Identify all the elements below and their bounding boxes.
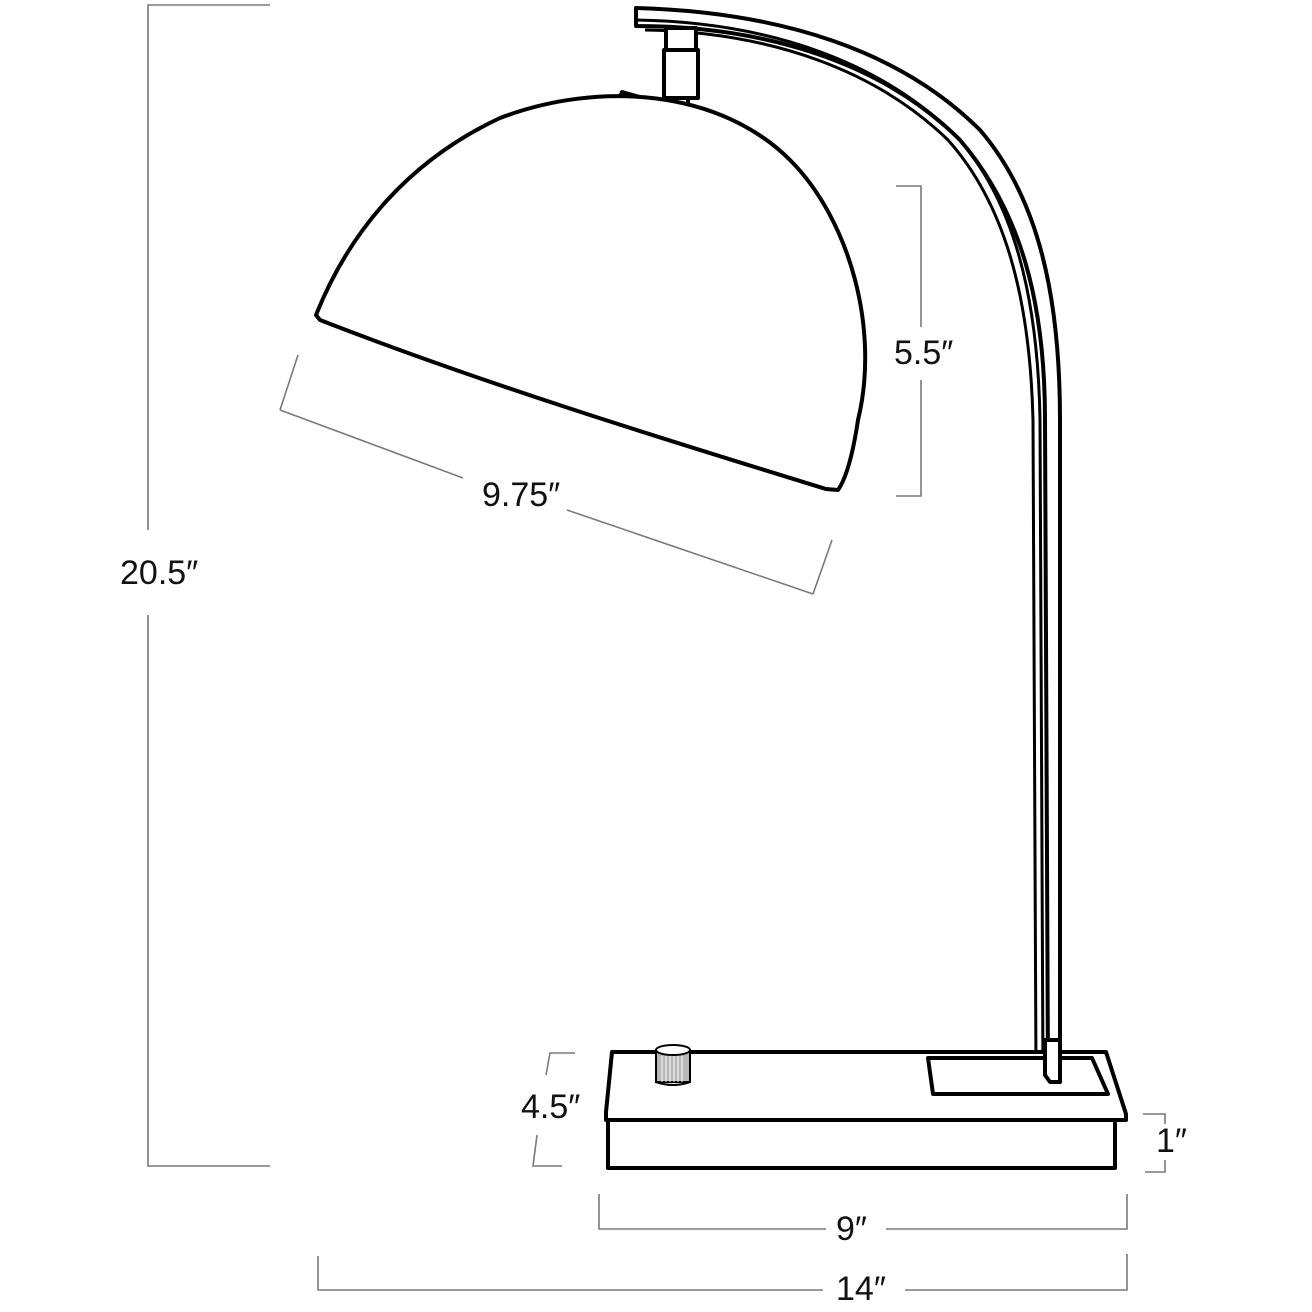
- lamp-base: [604, 1038, 1128, 1170]
- base-height-dimension-line: [1143, 1113, 1166, 1173]
- base-width-label: 9″: [832, 1212, 871, 1246]
- dome-shade: [314, 94, 868, 492]
- shade-width-label: 9.75″: [482, 476, 561, 514]
- base-depth-label: 4.5″: [521, 1088, 581, 1126]
- overall-width-label: 14″: [832, 1272, 890, 1306]
- overall-width-dimension-line: [317, 1254, 1128, 1291]
- base-height-label: 1″: [1156, 1122, 1187, 1160]
- overall-height-label: 20.5″: [120, 554, 199, 592]
- overall-height-dimension-line: [147, 4, 270, 1167]
- base-depth-dimension-line: [532, 1052, 575, 1167]
- shade-height-dimension-line: [896, 185, 922, 497]
- base-width-dimension-line: [598, 1194, 1128, 1230]
- shade-width-dimension-line: [279, 354, 833, 595]
- dimmer-knob: [655, 1044, 691, 1086]
- shade-height-label: 5.5″: [890, 336, 958, 370]
